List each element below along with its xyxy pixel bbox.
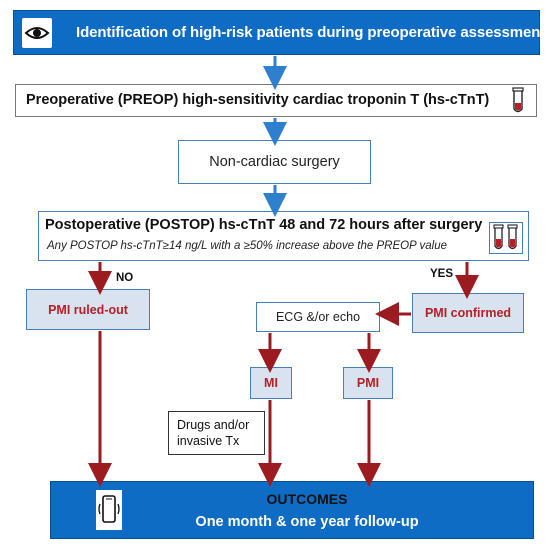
mi-label: MI [264, 376, 278, 390]
preop-title: Preoperative (PREOP) high-sensitivity ca… [26, 92, 490, 108]
top-title: Identification of high-risk patients dur… [76, 24, 550, 41]
drugs-line1: Drugs and/or [177, 418, 250, 432]
non-cardiac-surgery-box: Non-cardiac surgery [178, 140, 371, 184]
top-identification-box: Identification of high-risk patients dur… [13, 10, 550, 55]
outcomes-box: OUTCOMES One month & one year follow-up [50, 481, 534, 539]
no-branch-label: NO [116, 272, 134, 284]
ecg-echo-box: ECG &/or echo [256, 302, 380, 332]
drugs-invasive-tx-box: Drugs and/or invasive Tx [168, 411, 265, 455]
outcomes-title: OUTCOMES [266, 491, 348, 507]
test-tube-icon [512, 87, 524, 113]
surgery-title: Non-cardiac surgery [209, 154, 340, 170]
smartphone-icon [96, 490, 122, 530]
pmi-confirmed-label: PMI confirmed [424, 306, 512, 320]
eye-icon [22, 18, 52, 48]
postop-title: Postoperative (POSTOP) hs-cTnT 48 and 72… [45, 217, 483, 233]
double-test-tube-icon [489, 222, 523, 254]
ecg-echo-label: ECG &/or echo [275, 310, 361, 324]
drugs-line2: invasive Tx [177, 434, 240, 448]
pmi-ruled-out-box: PMI ruled-out [26, 289, 150, 330]
postop-troponin-box: Postoperative (POSTOP) hs-cTnT 48 and 72… [38, 211, 529, 261]
outcomes-subtitle: One month & one year follow-up [195, 514, 419, 530]
postop-criteria: Any POSTOP hs-cTnT≥14 ng/L with a ≥50% i… [47, 240, 447, 252]
yes-branch-label: YES [430, 268, 454, 280]
pmi-ruled-out-label: PMI ruled-out [48, 302, 128, 317]
pmi-label: PMI [356, 376, 380, 390]
